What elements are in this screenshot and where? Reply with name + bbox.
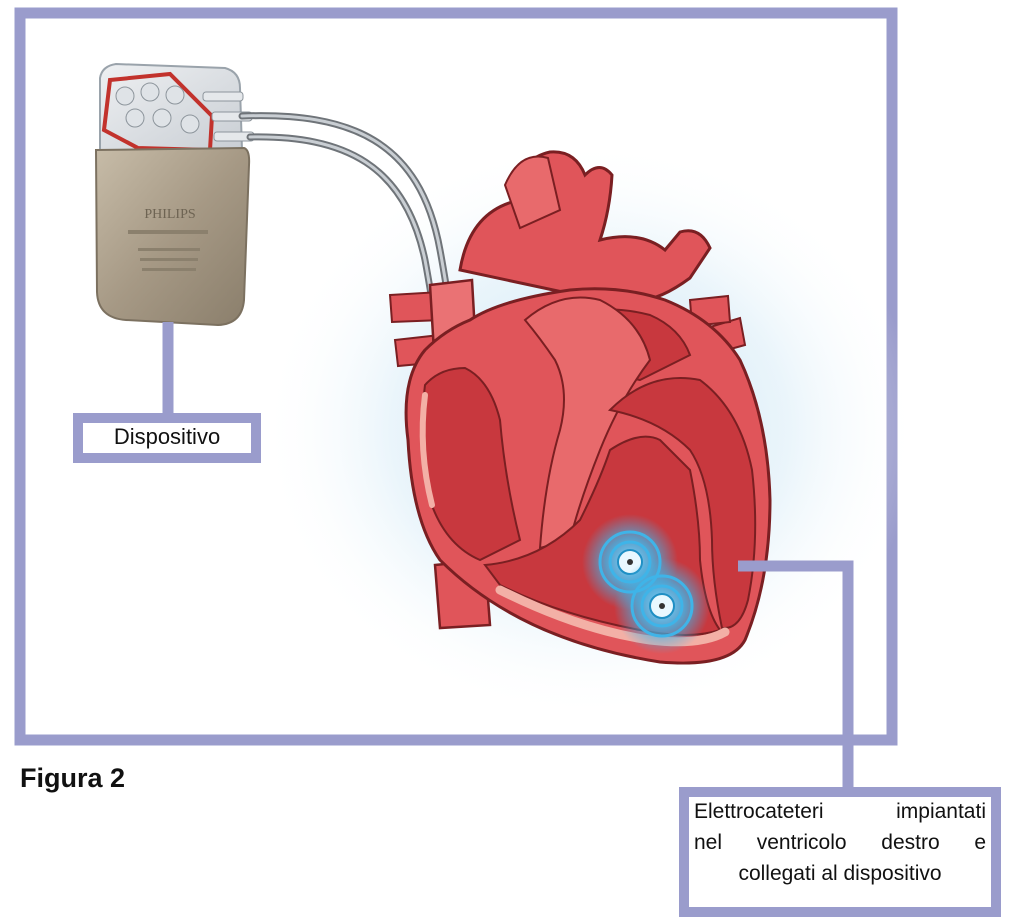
device-label: Dispositivo xyxy=(78,418,256,456)
leads-label: Elettrocateteri impiantati nel ventricol… xyxy=(684,792,994,910)
pacemaker-device: PHILIPS xyxy=(96,64,249,325)
leads-label-line-1: Elettrocateteri impiantati xyxy=(694,796,986,827)
leads-label-line-2: nel ventricolo destro e xyxy=(694,827,986,858)
svg-text:PHILIPS: PHILIPS xyxy=(144,207,195,222)
electrode-lower xyxy=(614,558,710,654)
leads-label-line-3: collegati al dispositivo xyxy=(694,858,986,889)
figure-caption: Figura 2 xyxy=(20,763,125,794)
